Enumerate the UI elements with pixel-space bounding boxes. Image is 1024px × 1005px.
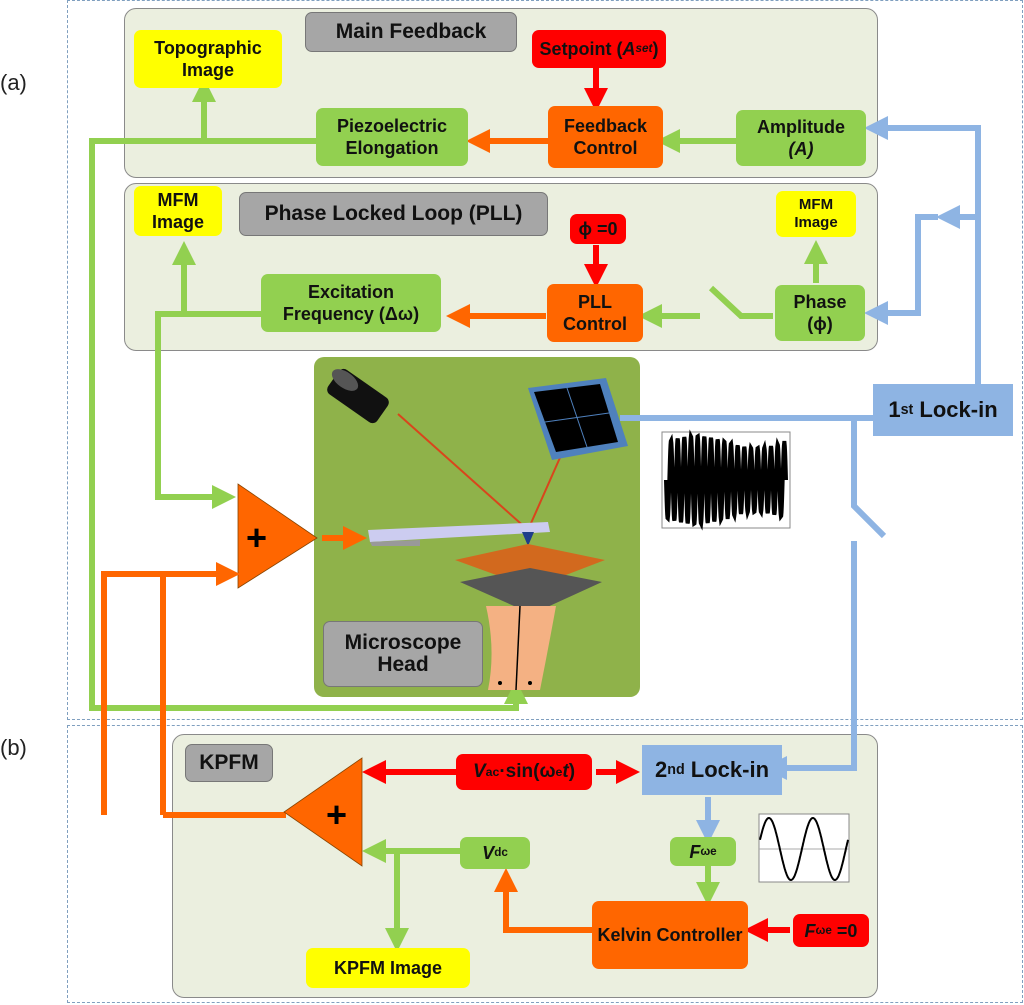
lockin-1-num: 1 [888, 397, 901, 422]
amplitude-label: Amplitude [757, 117, 845, 137]
topographic-image-box: Topographic Image [134, 30, 282, 88]
vdc-sub: dc [494, 846, 508, 859]
pll-control-box: PLL Control [547, 284, 643, 342]
vac-var: V [472, 761, 486, 782]
lockin-up-wire [864, 116, 981, 385]
magnetic-sample [460, 568, 602, 614]
vac-sub2: e [555, 765, 563, 779]
phase-label: Phase [793, 292, 847, 312]
main-feedback-title: Main Feedback [305, 12, 517, 52]
lockin-2-sup: nd [667, 762, 685, 778]
mfm-image-left-box: MFM Image [134, 186, 222, 236]
vac-end: ) [568, 761, 576, 782]
microscope-head-label: Microscope Head [323, 621, 483, 687]
adder-top [237, 483, 318, 589]
kelvin-to-vdc-wire [494, 868, 592, 933]
fzero-sub: ωe [815, 923, 832, 937]
topography-sample [455, 544, 605, 588]
svg-text:+: + [246, 517, 267, 558]
panel-b-frame [67, 725, 1023, 1003]
phase-var: (ϕ) [807, 314, 833, 334]
kpfm-image-box: KPFM Image [306, 948, 470, 988]
vdc-var: V [482, 843, 495, 863]
lockin-2-label: Lock-in [684, 757, 770, 782]
cantilever-icon [368, 522, 550, 546]
laser-beam-in [397, 413, 529, 531]
kpfm-to-adder-wire [101, 571, 223, 815]
setpoint-suffix: ) [652, 39, 659, 59]
fzero-var: F [804, 920, 816, 941]
lockin-2-num: 2 [654, 757, 668, 782]
amplitude-var: (A) [788, 139, 814, 159]
phase-box: Phase (ϕ) [775, 285, 865, 341]
amplitude-box: Amplitude (A) [736, 110, 866, 166]
panel-a-frame [67, 0, 1023, 720]
setpoint-label: Setpoint ( [539, 39, 623, 59]
setpoint-var: A [622, 39, 636, 59]
lockin-1-label: Lock-in [913, 397, 998, 422]
to-lockin2-wire [763, 541, 857, 780]
setpoint-sub: set [635, 42, 653, 55]
f-var: F [689, 841, 701, 862]
lockin-switch [851, 418, 887, 539]
panel-a-label: (a) [0, 70, 27, 95]
oscillation-plot [661, 429, 791, 531]
phi-zero-box: ϕ =0 [570, 214, 626, 244]
lockin-to-phase-wire [864, 214, 938, 325]
panel-b-label: (b) [0, 735, 27, 760]
vac-sub: ac [485, 765, 500, 779]
phase-switch [708, 285, 773, 319]
photodetector-icon [528, 378, 628, 460]
sine-plot [758, 813, 850, 883]
lockin-1-sup: st [900, 402, 914, 418]
piezo-elongation-box: Piezoelectric Elongation [316, 108, 468, 166]
svg-text:+: + [326, 794, 347, 835]
pll-title: Phase Locked Loop (PLL) [239, 192, 548, 236]
f-sub: ωe [700, 844, 717, 858]
fzero-val: =0 [831, 920, 858, 941]
vac-mid: ·sin(ω [499, 761, 556, 782]
kelvin-controller-box: Kelvin Controller [592, 901, 748, 969]
laser-icon [327, 368, 389, 424]
excitation-frequency-box: Excitation Frequency (Δω) [261, 274, 441, 332]
adder-kpfm [283, 757, 363, 867]
mfm-image-right-box: MFM Image [776, 191, 856, 237]
vac-t: t [562, 761, 569, 782]
kpfm-title: KPFM [185, 744, 273, 782]
feedback-control-box: Feedback Control [548, 106, 663, 168]
excitation-wire [155, 311, 262, 509]
piezo-tube-icon [486, 605, 556, 691]
